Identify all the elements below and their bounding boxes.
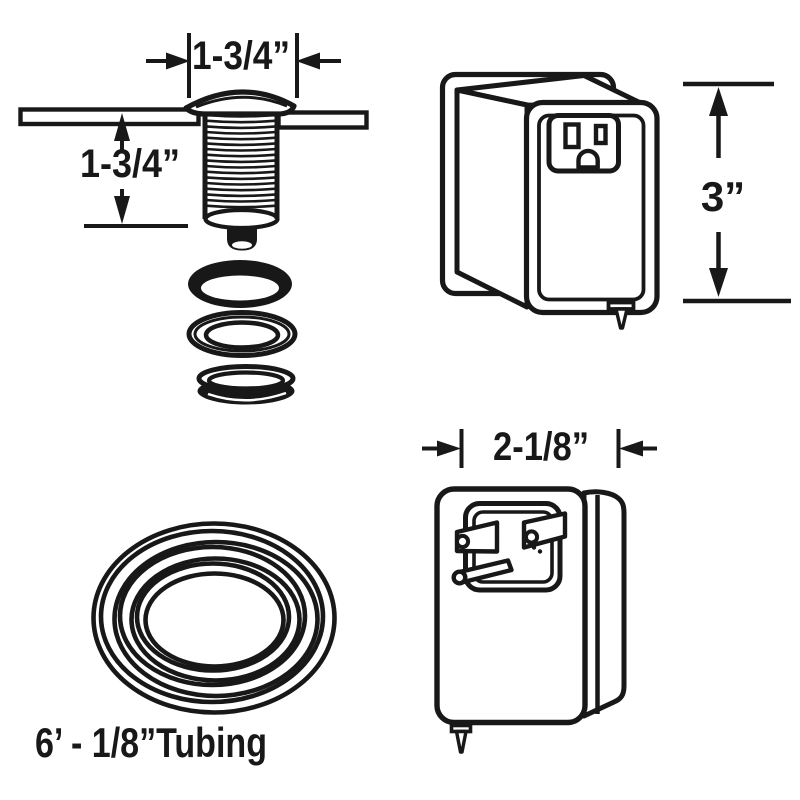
plug-prong-recess [451,501,568,593]
air-switch-assembly: 1-3/4” 1-3/4” [18,33,369,405]
arrow-down-icon [114,196,130,224]
dimension-label-switch-depth: 1-3/4” [80,142,180,186]
plug-back-body [581,489,627,719]
coil-loop [112,539,320,699]
air-port-opening [232,241,252,249]
nut-hole [206,370,286,391]
washer-mid [193,315,291,353]
arrow-right-icon [166,52,190,70]
countertop-left [18,107,201,127]
arrow-up-icon [709,87,728,116]
plug-unit-air-barb [449,723,473,754]
button-dome [183,89,297,117]
outlet-slot-right [593,123,608,146]
ground-pin-tip [451,569,468,586]
dimension-label-switch-width: 1-3/4” [192,34,290,78]
dimension-switch-depth: 1-3/4” [80,113,188,228]
arrow-down-icon [709,268,728,297]
arrow-right-icon [437,440,461,457]
washer [186,310,298,358]
arrow-up-icon [114,113,130,141]
stem-bottom-cylinder [203,207,280,231]
o-ring [188,260,292,308]
barb-pin [454,729,468,754]
coil-loop [134,561,292,673]
blade-hole-right [523,529,540,545]
lock-nut [196,364,296,405]
coil-loop [98,528,326,705]
outlet-ground-hole [576,148,600,170]
dimension-extension-lines [187,33,299,98]
arrow-left-icon [296,52,320,70]
unit-left-face [454,87,530,310]
blade-rivet-dot [531,545,537,550]
switch-button-cap [183,89,297,117]
dimension-label-plug-width: 2-1/8” [493,425,589,469]
o-ring-hole [201,275,279,301]
plug-unit: 2-1/8” [422,425,657,754]
coil-loop [117,544,308,688]
outlet-slot-left [563,122,581,150]
dimension-extension-lines [459,429,621,468]
countertop [18,107,369,130]
nut-base-highlight [207,391,287,402]
threaded-stem [202,112,280,251]
tubing-label: 6’ - 1/8”Tubing [35,719,267,766]
button-rim-line [195,95,288,109]
dimension-outlet-height: 3” [683,81,791,304]
countertop-right [276,110,369,130]
tubing-coil: 6’ - 1/8”Tubing [35,521,337,766]
dimension-label-outlet-height: 3” [701,173,745,220]
dimension-switch-width: 1-3/4” [146,33,341,98]
coil-loop [143,571,286,669]
barb-pin [614,307,629,330]
arrow-left-icon [619,440,643,457]
blade-rivet-dot [537,549,543,554]
blade-hole-left [454,533,471,550]
outlet-unit-air-barb [606,300,636,330]
coil-loop [91,521,337,715]
stem-side-walls [202,112,280,219]
coil-loop [129,556,302,683]
dimension-plug-width: 2-1/8” [422,425,657,469]
outlet-unit: 3” [439,71,791,330]
outlet-receptacle [546,113,621,174]
washer-hole [203,320,281,350]
